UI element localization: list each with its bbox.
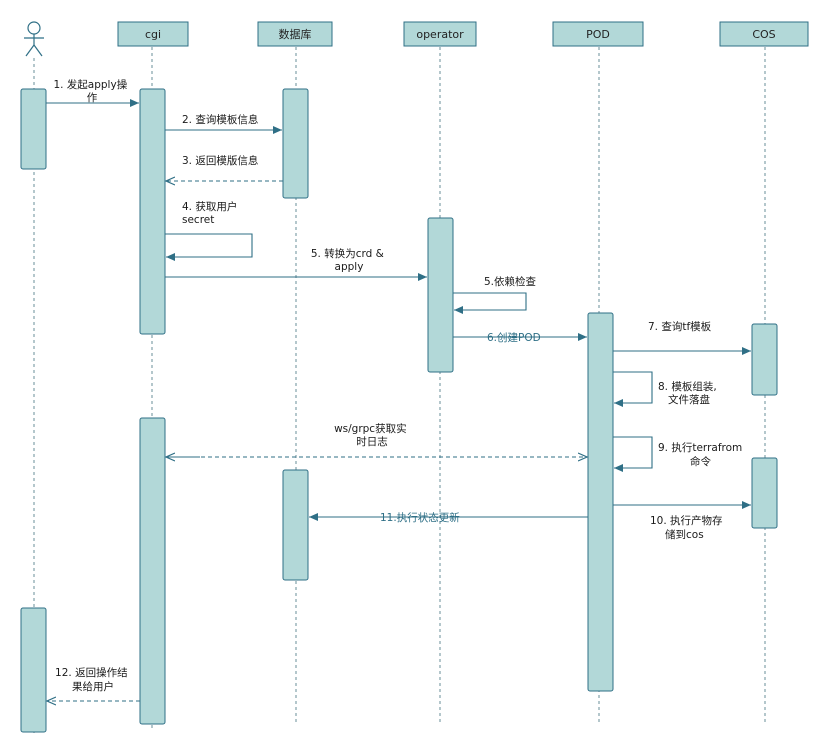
participant-cgi: cgi bbox=[117, 21, 189, 47]
messages bbox=[46, 99, 751, 701]
arrow-m5b bbox=[453, 292, 527, 314]
label-m5: 5. 转换为crd & apply bbox=[311, 247, 387, 273]
label-m12: 12. 返回操作结 果给用户 bbox=[55, 666, 131, 693]
participant-cos: COS bbox=[719, 21, 809, 47]
activation-db-2 bbox=[282, 469, 309, 581]
activation-operator bbox=[427, 217, 454, 373]
participant-pod-label: POD bbox=[586, 28, 610, 41]
message-labels: 1. 发起apply操 作 2. 查询模板信息 3. 返回模版信息 4. 获取用… bbox=[53, 78, 746, 693]
activation-db-1 bbox=[282, 88, 309, 199]
label-m3: 3. 返回模版信息 bbox=[182, 154, 258, 167]
activation-cos-2 bbox=[751, 457, 778, 529]
label-m7: 7. 查询tf模板 bbox=[648, 320, 712, 333]
label-m1: 1. 发起apply操 作 bbox=[53, 78, 130, 104]
label-m11: 11.执行状态更新 bbox=[380, 511, 460, 524]
participant-operator-label: operator bbox=[416, 28, 464, 41]
arrow-m8 bbox=[613, 371, 653, 407]
activations bbox=[20, 88, 778, 733]
label-m8: 8. 模板组装, 文件落盘 bbox=[658, 380, 720, 406]
arrow-m4 bbox=[165, 233, 253, 261]
label-m6: 6.创建POD bbox=[487, 331, 541, 344]
activation-cos-1 bbox=[751, 323, 778, 396]
label-m4: 4. 获取用户 secret bbox=[182, 200, 241, 226]
participant-db: 数据库 bbox=[257, 21, 333, 47]
label-m2: 2. 查询模板信息 bbox=[182, 113, 258, 126]
participant-operator: operator bbox=[403, 21, 477, 47]
activation-user-2 bbox=[20, 607, 47, 733]
label-ws: ws/grpc获取实 时日志 bbox=[334, 422, 410, 448]
actor-user-icon bbox=[24, 21, 44, 57]
activation-cgi-1 bbox=[139, 88, 166, 335]
label-m9: 9. 执行terrafrom 命令 bbox=[658, 441, 746, 468]
participant-db-label: 数据库 bbox=[279, 27, 312, 41]
participant-cos-label: COS bbox=[752, 28, 775, 41]
participant-cgi-label: cgi bbox=[145, 28, 161, 41]
activation-user-1 bbox=[20, 88, 47, 170]
label-m5b: 5.依赖检查 bbox=[484, 275, 537, 288]
activation-pod bbox=[587, 312, 614, 692]
participant-pod: POD bbox=[552, 21, 644, 47]
label-m10: 10. 执行产物存 储到cos bbox=[650, 514, 726, 541]
activation-cgi-2 bbox=[139, 417, 166, 725]
arrow-m9 bbox=[613, 436, 653, 472]
